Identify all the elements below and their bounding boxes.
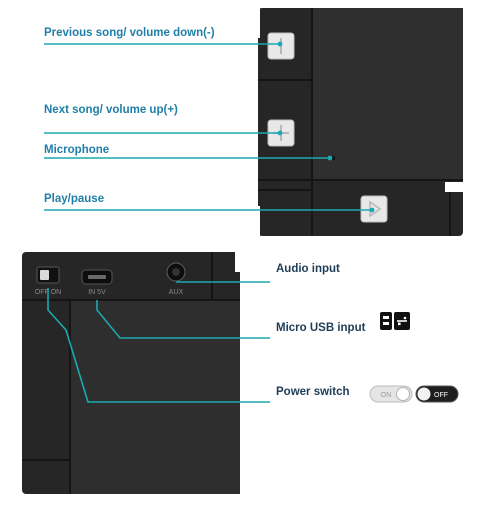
label-play-pause: Play/pause: [44, 193, 105, 205]
power-switch[interactable]: [36, 266, 60, 284]
usb-marking: IN 5V: [88, 289, 106, 296]
speaker-bottom-unit: OFF ON IN 5V AUX: [22, 252, 243, 494]
micro-usb-port[interactable]: [81, 269, 113, 285]
label-audio-input: Audio input: [276, 263, 340, 275]
switch-knob: [40, 270, 49, 280]
toggle-off-state: OFF: [415, 385, 459, 403]
leader-endpoints: [277, 41, 375, 213]
aux-marking: AUX: [169, 289, 184, 296]
leader-power-switch: [47, 288, 270, 403]
label-power-switch: Power switch: [276, 386, 350, 398]
label-micro-usb: Micro USB input: [276, 322, 366, 334]
label-previous-song: Previous song/ volume down(-): [44, 27, 215, 39]
speaker-top-unit: [250, 8, 463, 236]
toggle-on-text: ON: [381, 392, 392, 399]
speaker-bottom-face: [70, 300, 240, 494]
aux-port[interactable]: [166, 262, 186, 282]
toggle-off-text: OFF: [434, 392, 448, 399]
notch: [250, 8, 260, 38]
leader-micro-usb: [96, 300, 270, 339]
label-microphone: Microphone: [44, 144, 110, 156]
speaker-top-face: [312, 8, 463, 180]
leader-lines: [44, 43, 372, 403]
notch: [445, 182, 463, 192]
usb-icon: [380, 312, 410, 330]
label-next-song: Next song/ volume up(+): [44, 104, 178, 116]
notch: [254, 206, 260, 236]
notch: [235, 252, 243, 272]
toggle-on-state: ON: [369, 385, 413, 403]
